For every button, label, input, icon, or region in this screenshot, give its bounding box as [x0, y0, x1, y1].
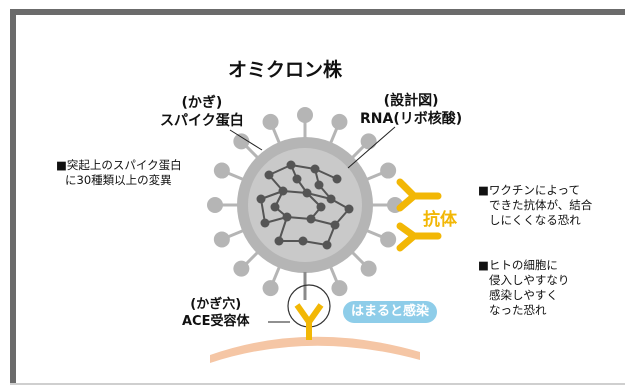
- mutation-note-line2: に30種類以上の変異: [65, 173, 172, 187]
- spike-stem: [226, 228, 245, 239]
- spike-head: [213, 162, 230, 179]
- ace-receptor: [294, 303, 324, 325]
- rna-node: [260, 218, 270, 228]
- mutation-note-line1: ■突起上のスパイク蛋白: [56, 158, 182, 172]
- spike-head: [213, 231, 230, 248]
- rna-node: [298, 236, 308, 246]
- host-cell-membrane: [210, 336, 420, 363]
- rna-node: [286, 160, 296, 170]
- infection-note-line4: なった恐れ: [489, 303, 547, 317]
- spike-stem: [350, 144, 366, 160]
- spike-head: [233, 260, 250, 277]
- spike-label-line2: スパイク蛋白: [160, 113, 244, 129]
- rna-callout-line: [347, 126, 396, 169]
- rna-node: [256, 194, 266, 204]
- spike-head: [297, 107, 313, 123]
- spike-stem: [350, 250, 366, 266]
- spike-proteins: [207, 107, 403, 297]
- antibody-bottom: [396, 222, 442, 252]
- frame-top-bar: [10, 9, 625, 15]
- antibody-label: 抗体: [423, 210, 457, 230]
- ace-label-line2: ACE受容体: [182, 314, 250, 329]
- spike-stem: [271, 265, 282, 284]
- infection-note-line2: 侵入しやすなり: [489, 273, 570, 287]
- ace-label-line1: (かぎ穴): [190, 297, 242, 312]
- spike-stem: [271, 126, 282, 145]
- spike-stem: [365, 228, 384, 239]
- rna-node: [314, 180, 324, 190]
- ace-receptor-label: (かぎ穴) ACE受容体: [182, 296, 249, 330]
- spike-head: [360, 260, 377, 277]
- infection-note: ■ヒトの細胞に 侵入しやすなり 感染しやすく なった恐れ: [478, 258, 569, 318]
- spike-stem: [328, 126, 339, 145]
- rna-node: [330, 220, 340, 230]
- spike-stem: [226, 171, 245, 182]
- spike-head: [360, 133, 377, 150]
- vaccine-note-line1: ■ワクチンによって: [478, 183, 580, 197]
- rna-label: (設計図) RNA(リボ核酸): [360, 92, 462, 128]
- binding-badge: はまると感染: [343, 301, 437, 323]
- infection-note-line1: ■ヒトの細胞に: [478, 258, 558, 272]
- spike-head: [233, 133, 250, 150]
- rna-node: [302, 188, 312, 198]
- spike-stem: [244, 144, 260, 160]
- rna-node: [274, 236, 284, 246]
- rna-network: [256, 160, 354, 250]
- spike-stem: [365, 171, 384, 182]
- page-title: オミクロン株: [228, 59, 343, 81]
- spike-head: [380, 162, 397, 179]
- rna-node: [282, 212, 292, 222]
- vaccine-note-line3: しにくくなる恐れ: [489, 213, 581, 227]
- rna-node: [344, 204, 354, 214]
- rna-node: [332, 174, 342, 184]
- antibody-top: [396, 178, 442, 212]
- frame-bottom-line: [10, 383, 625, 385]
- spike-head: [262, 280, 279, 297]
- rna-node: [316, 202, 326, 212]
- spike-head: [380, 231, 397, 248]
- spike-head: [207, 197, 223, 213]
- mutation-note: ■突起上のスパイク蛋白 に30種類以上の変異: [56, 158, 182, 188]
- spike-stem: [328, 265, 339, 284]
- spike-protein-label: (かぎ) スパイク蛋白: [160, 94, 244, 130]
- rna-node: [306, 214, 316, 224]
- frame-left-bar: [10, 9, 16, 385]
- rna-node: [322, 240, 332, 250]
- spike-callout-line: [229, 129, 263, 151]
- rna-label-line1: (設計図): [383, 93, 439, 109]
- vaccine-note-line2: できた抗体が、結合: [489, 198, 593, 212]
- rna-node: [270, 202, 280, 212]
- spike-head: [331, 113, 348, 130]
- infection-note-line3: 感染しやすく: [489, 288, 558, 302]
- rna-node: [310, 164, 320, 174]
- spike-stem: [244, 250, 260, 266]
- vaccine-note: ■ワクチンによって できた抗体が、結合 しにくくなる恐れ: [478, 183, 592, 228]
- spike-head: [262, 113, 279, 130]
- rna-node: [264, 170, 274, 180]
- rna-node: [278, 186, 288, 196]
- rna-node: [326, 194, 336, 204]
- spike-head: [331, 280, 348, 297]
- rna-label-line2: RNA(リボ核酸): [360, 111, 463, 127]
- spike-label-line1: (かぎ): [181, 95, 223, 111]
- rna-node: [292, 174, 302, 184]
